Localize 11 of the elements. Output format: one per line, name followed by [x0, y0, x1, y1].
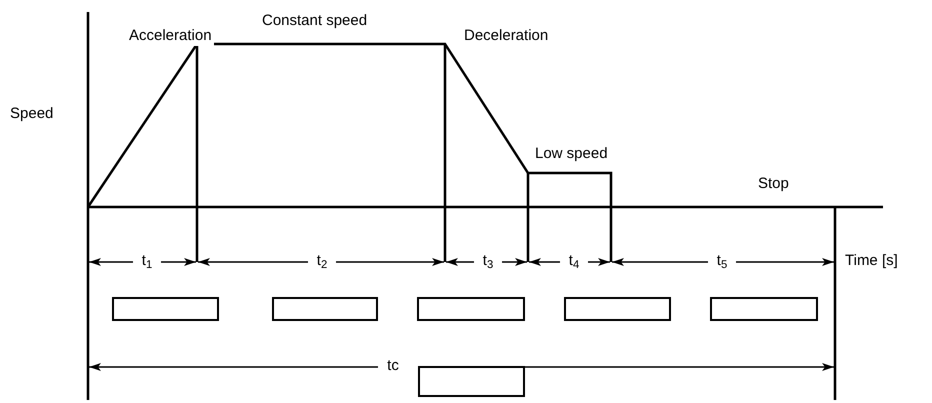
empty-box — [564, 297, 671, 321]
axis-label: Acceleration — [127, 26, 214, 46]
axis-label: Low speed — [533, 144, 610, 164]
empty-box — [417, 297, 525, 321]
axis-label: Speed — [8, 104, 56, 124]
empty-box — [710, 297, 818, 321]
axis-label: Time [s] — [843, 251, 900, 271]
empty-box — [418, 366, 525, 397]
empty-box — [112, 297, 219, 321]
axis-label: Constant speed — [260, 11, 370, 31]
empty-box — [272, 297, 378, 321]
